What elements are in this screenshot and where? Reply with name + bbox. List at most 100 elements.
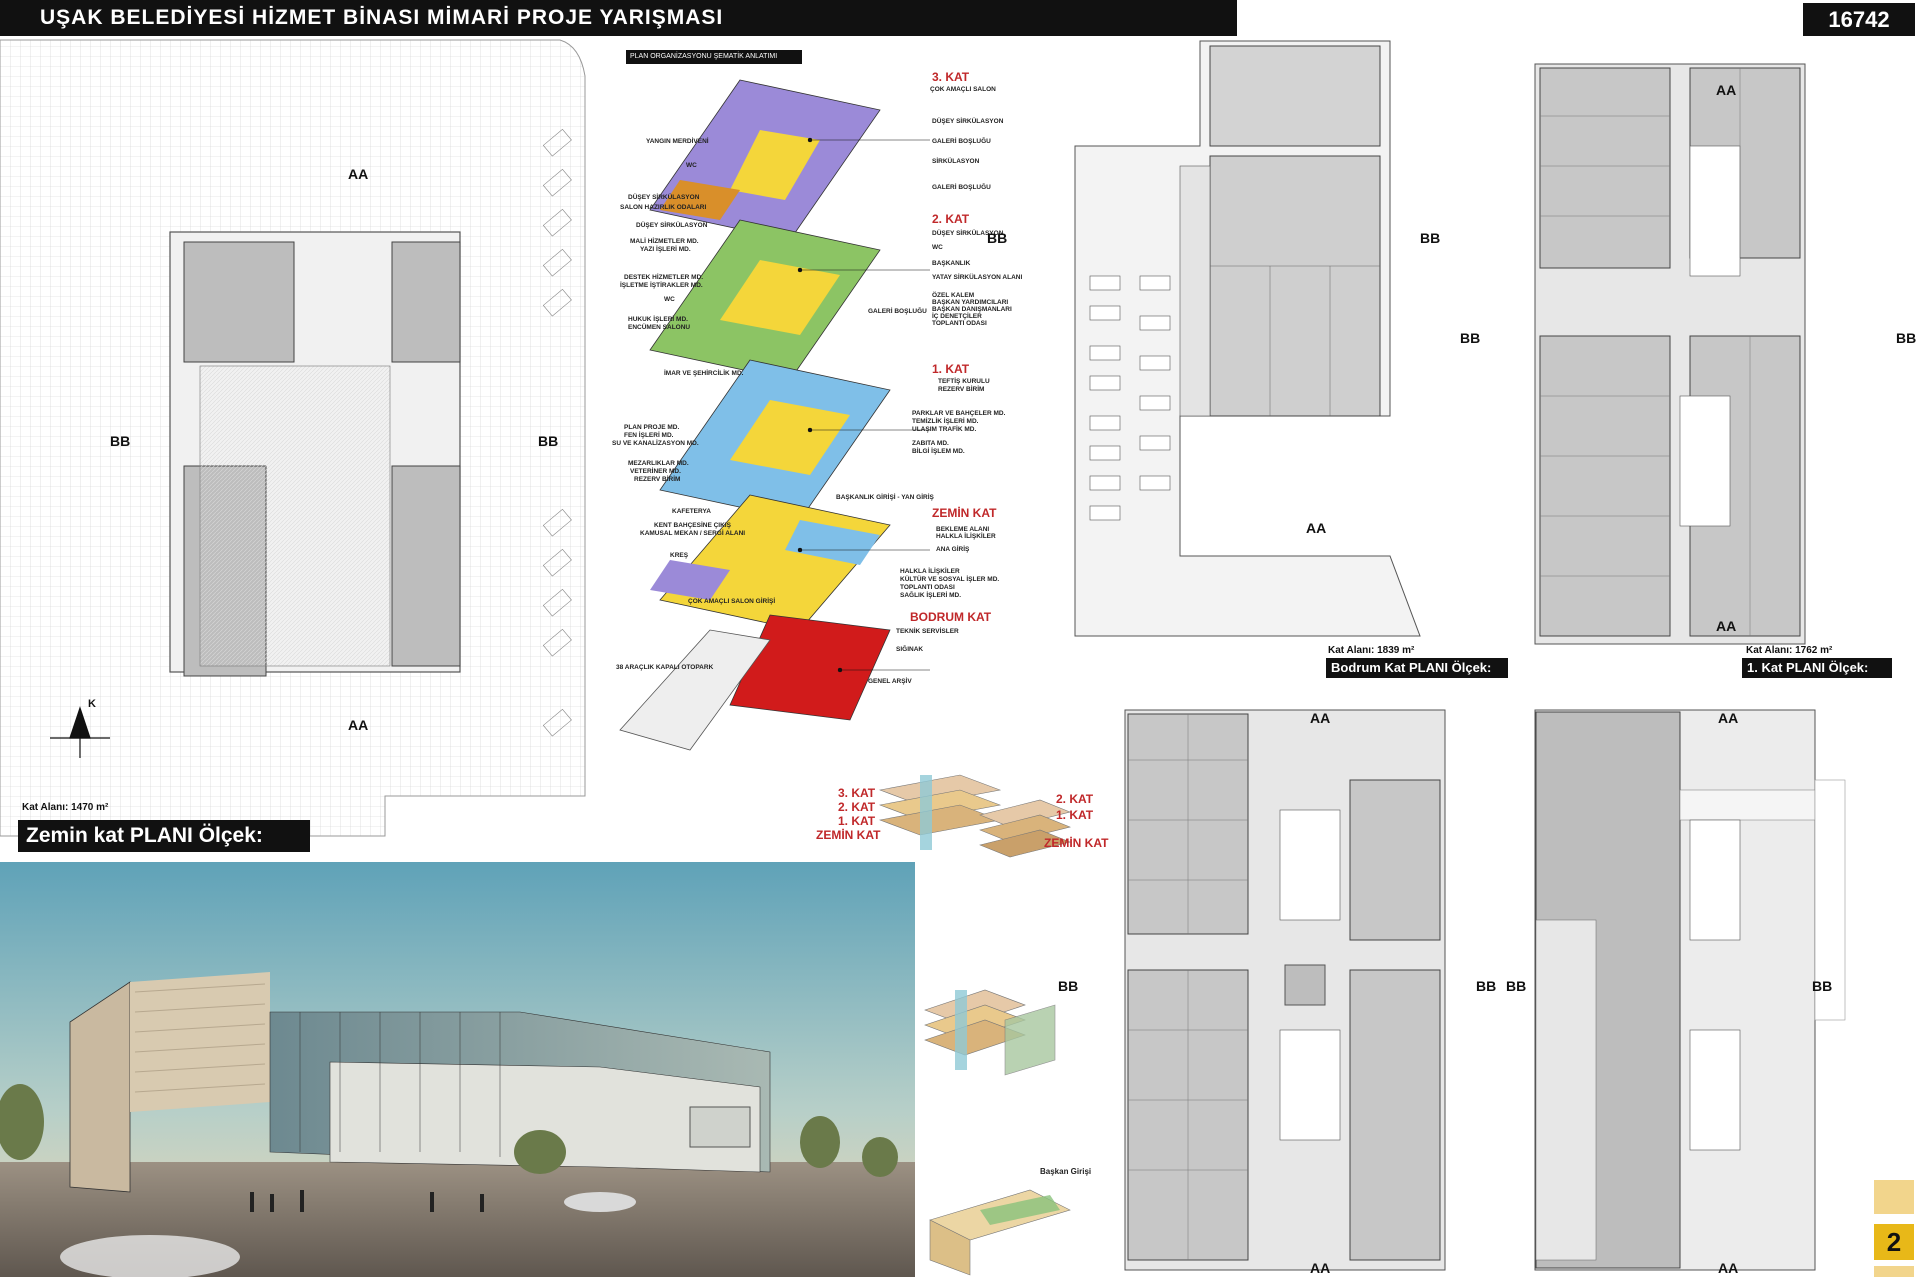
label-kat1-4: ULAŞIM TRAFİK MD. (912, 426, 977, 433)
massing-left-1: 2. KAT (838, 800, 876, 814)
kat3-plan (1534, 709, 1846, 1271)
label-kat2-8: TOPLANTI ODASI (932, 320, 987, 327)
massing-diagram (878, 774, 1071, 858)
label-kat2-3: YATAY SİRKÜLASYON ALANI (932, 274, 1023, 281)
label-kat1-3: TEMİZLİK İŞLERİ MD. (912, 418, 979, 425)
zemin-plan-label: Zemin kat PLANI Ölçek: 1/200 (18, 820, 310, 879)
label-bodrum-0: TEKNİK SERVİSLER (896, 628, 959, 635)
zemin-area: Kat Alanı: 1470 m² (22, 802, 109, 813)
bodrum-plan (1074, 40, 1421, 637)
bodrum-bb-right: BB (1420, 230, 1441, 246)
entry-id-badge: 16742 (1803, 3, 1915, 36)
label-kat2-16: ENCÜMEN SALONU (628, 324, 691, 331)
massing-left-2: 1. KAT (838, 814, 876, 828)
label-kat1-0: TEFTİŞ KURULU (938, 378, 990, 385)
label-kat2-11: YAZI İŞLERİ MD. (640, 246, 691, 253)
bodrum-bb-left: BB (987, 230, 1008, 246)
kat3-aa-top: AA (1718, 710, 1739, 726)
massing-right-1: 1. KAT (1056, 808, 1094, 822)
building-rendering (0, 862, 915, 1277)
label-kat1-9: FEN İŞLERİ MD. (624, 432, 674, 439)
label-kat2-2: BAŞKANLIK (932, 260, 971, 267)
section-mark-aa-bottom: AA (348, 717, 369, 733)
kat2-bb-right: BB (1476, 978, 1497, 994)
label-kat1-13: REZERV BİRİM (634, 476, 681, 483)
label-kat2-12: DESTEK HİZMETLER MD. (624, 274, 704, 281)
diagram-title: PLAN ORGANİZASYONU ŞEMATİK ANLATIMI (626, 50, 802, 64)
label-zemin-4: HALKLA İLİŞKİLER (900, 568, 960, 575)
label-kat3-1: DÜŞEY SİRKÜLASYON (932, 118, 1004, 125)
label-kat2-15: HUKUK İŞLERİ MD. (628, 316, 688, 323)
kat2-aa-top: AA (1310, 710, 1331, 726)
label-zemin-7: SAĞLIK İŞLERİ MD. (900, 592, 962, 599)
label-zemin-3: ANA GİRİŞ (936, 546, 970, 553)
label-kat1-1: REZERV BİRİM (938, 386, 985, 393)
exploded-floors-diagram (619, 79, 930, 751)
page-number: 2 (1874, 1224, 1914, 1260)
label-kat3-8: SALON HAZIRLIK ODALARI (620, 204, 707, 211)
label-kat1-11: MEZARLIKLAR MD. (628, 460, 689, 467)
label-kat2-14: WC (664, 296, 675, 303)
kat1-area: Kat Alanı: 1762 m² (1746, 645, 1833, 656)
label-kat2-13: İŞLETME İŞTİRAKLER MD. (620, 282, 703, 289)
page-badge-bottom (1874, 1266, 1914, 1277)
label-zemin-12: ÇOK AMAÇLI SALON GİRİŞİ (688, 598, 776, 605)
label-kat2-0: DÜŞEY SİRKÜLASYON (932, 230, 1004, 237)
label-bodrum-1: SIĞINAK (896, 646, 924, 653)
diagram-floor-3: 3. KAT (932, 70, 970, 84)
label-zemin-6: TOPLANTI ODASI (900, 584, 955, 591)
label-bodrum-3: 38 ARAÇLIK KAPALI OTOPARK (616, 664, 714, 671)
section-mark-aa-top: AA (348, 166, 369, 182)
label-zemin-9: KENT BAHÇESİNE ÇIKIŞ (654, 522, 731, 529)
label-bodrum-2: GENEL ARŞİV (868, 678, 912, 685)
label-kat3-2: GALERİ BOŞLUĞU (932, 138, 991, 145)
diagram-floor-zemin: ZEMİN KAT (932, 506, 997, 520)
kat2-aa-bottom: AA (1310, 1260, 1331, 1276)
label-kat1-5: ZABITA MD. (912, 440, 949, 447)
label-kat3-9: DÜŞEY SİRKÜLASYON (636, 222, 708, 229)
kat1-aa-bottom: AA (1716, 618, 1737, 634)
zemin-site-plan (0, 36, 612, 862)
label-kat2-4: ÖZEL KALEM (932, 292, 975, 299)
label-kat2-9: GALERİ BOŞLUĞU (868, 308, 927, 315)
kat3-bb-left: BB (1506, 978, 1527, 994)
massing-left-3: ZEMİN KAT (816, 828, 881, 842)
bodrum-plan-label: Bodrum Kat PLANI Ölçek: 1/200 (1326, 658, 1508, 695)
label-kat2-1: WC (932, 244, 943, 251)
label-kat3-6: WC (686, 162, 697, 169)
bodrum-area: Kat Alanı: 1839 m² (1328, 645, 1415, 656)
north-letter: K (88, 698, 96, 710)
diagram-floor-bodrum: BODRUM KAT (910, 610, 992, 624)
kat1-aa-top: AA (1716, 82, 1737, 98)
label-kat1-6: BİLGİ İŞLEM MD. (912, 448, 965, 455)
label-zemin-11: KREŞ (670, 552, 689, 559)
section-mark-bb-left: BB (110, 433, 131, 449)
label-kat1-2: PARKLAR VE BAHÇELER MD. (912, 410, 1006, 417)
kat3-aa-bottom: AA (1718, 1260, 1739, 1276)
page-badge-top (1874, 1180, 1914, 1214)
kat3-bb-right: BB (1812, 978, 1833, 994)
label-kat2-7: İÇ DENETÇİLER (932, 313, 982, 320)
label-kat1-7: İMAR VE ŞEHİRCİLİK MD. (664, 370, 744, 377)
kat1-bb-left: BB (1460, 330, 1481, 346)
massing-right-2: ZEMİN KAT (1044, 836, 1109, 850)
label-zemin-5: KÜLTÜR VE SOSYAL İŞLER MD. (900, 576, 1000, 583)
label-zemin-2: HALKLA İLİŞKİLER (936, 533, 996, 540)
label-kat3-3: SİRKÜLASYON (932, 158, 980, 165)
kat1-plan (1534, 63, 1806, 645)
kat2-bb-left: BB (1058, 978, 1079, 994)
label-kat3-4: GALERİ BOŞLUĞU (932, 184, 991, 191)
kat1-plan-label: 1. Kat PLANI Ölçek: 1/200 (1742, 658, 1892, 695)
massing-3d-upper (924, 989, 1056, 1076)
diagram-floor-1: 1. KAT (932, 362, 970, 376)
bodrum-aa: AA (1306, 520, 1327, 536)
label-zemin-8: KAFETERYA (672, 508, 711, 515)
massing-right-0: 2. KAT (1056, 792, 1094, 806)
label-kat3-7: DÜŞEY SİRKÜLASYON (628, 194, 700, 201)
baskan-girisi-label: Başkan Girişi (1040, 1167, 1092, 1176)
label-kat2-5: BAŞKAN YARDIMCILARI (932, 299, 1009, 306)
label-kat1-8: PLAN PROJE MD. (624, 424, 680, 431)
label-zemin-1: BEKLEME ALANI (936, 526, 990, 533)
label-kat1-12: VETERİNER MD. (630, 468, 681, 475)
label-zemin-10: KAMUSAL MEKAN / SERGİ ALANI (640, 530, 746, 537)
